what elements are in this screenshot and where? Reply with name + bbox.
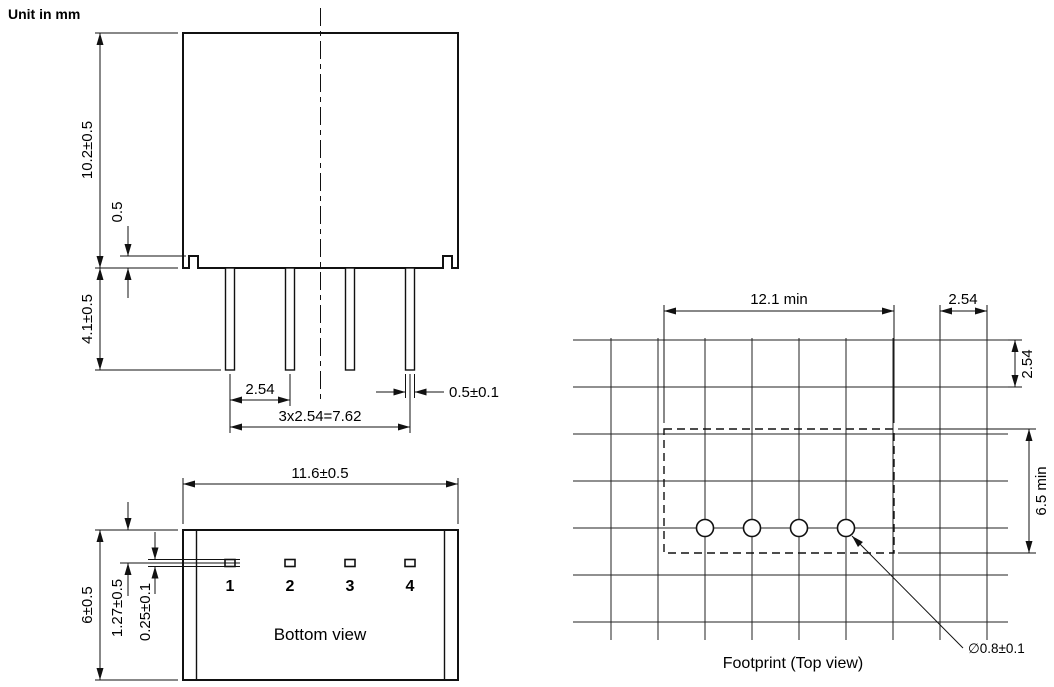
pad-holes (695, 518, 856, 538)
dim-depth-min (898, 428, 1036, 554)
dim-pin-thickness-label: 0.25±0.1 (137, 583, 154, 641)
dim-pin-length (95, 268, 221, 371)
grid (573, 338, 1008, 640)
hole-2 (742, 518, 762, 538)
pins-front (224, 267, 416, 371)
bottom-view (95, 478, 459, 681)
dim-pin-offset (120, 502, 240, 596)
pad-3 (344, 558, 356, 568)
pin-3-front (344, 267, 356, 371)
dim-pin-width (376, 374, 444, 398)
hole-diameter-label: ∅0.8±0.1 (968, 641, 1025, 656)
bottom-body-outline (182, 529, 459, 681)
pin-4-label: 4 (406, 578, 415, 595)
dim-body-width (182, 478, 459, 524)
dim-pin-offset-label: 1.27±0.5 (109, 579, 126, 637)
footprint-caption: Footprint (Top view) (723, 655, 864, 672)
pin-1-label: 1 (226, 578, 235, 595)
hole-4 (836, 518, 856, 538)
dim-standoff (120, 226, 186, 298)
dim-grid-pitch-right (1008, 339, 1022, 388)
hole-1 (695, 518, 715, 538)
dim-pin-length-label: 4.1±0.5 (79, 294, 96, 344)
labels: Unit in mm 10.2±0.5 0.5 4.1±0.5 2.54 3x2… (8, 6, 1050, 672)
pin-1-front (224, 267, 236, 371)
dim-body-height (95, 32, 178, 269)
package-outline-dashed (663, 428, 895, 554)
pad-4 (404, 558, 416, 568)
front-view (95, 8, 459, 433)
unit-label: Unit in mm (8, 6, 80, 22)
dim-grid-pitch-top-label: 2.54 (948, 291, 977, 308)
dim-grid-pitch-right-label: 2.54 (1019, 349, 1036, 378)
package-body-outline (182, 32, 459, 269)
dim-body-depth-label: 6±0.5 (79, 586, 96, 623)
dim-pin-span (230, 374, 411, 433)
dim-depth-min-label: 6.5 min (1033, 466, 1050, 515)
dim-grid-pitch-top (939, 305, 988, 338)
dim-pin-pitch (229, 374, 291, 433)
pads-bottom (224, 558, 416, 568)
footprint-view (573, 305, 1036, 649)
pin-2-front (284, 267, 296, 371)
pin-2-label: 2 (286, 578, 295, 595)
dim-body-height-label: 10.2±0.5 (79, 121, 96, 179)
pad-2 (284, 558, 296, 568)
pin-3-label: 3 (346, 578, 355, 595)
dim-pin-span-label: 3x2.54=7.62 (279, 408, 362, 425)
dim-body-width-label: 11.6±0.5 (291, 465, 348, 482)
dim-pin-thickness (148, 532, 240, 594)
pin-4-front (404, 267, 416, 371)
dim-standoff-label: 0.5 (109, 202, 126, 223)
dim-width-min-label: 12.1 min (750, 291, 808, 308)
dim-width-min (663, 305, 895, 423)
bottom-view-caption: Bottom view (274, 625, 367, 644)
hole-leader-line (851, 535, 964, 649)
dim-pin-pitch-label: 2.54 (245, 381, 274, 398)
hole-3 (789, 518, 809, 538)
dim-pin-width-label: 0.5±0.1 (449, 384, 499, 401)
dim-body-depth (95, 529, 178, 681)
